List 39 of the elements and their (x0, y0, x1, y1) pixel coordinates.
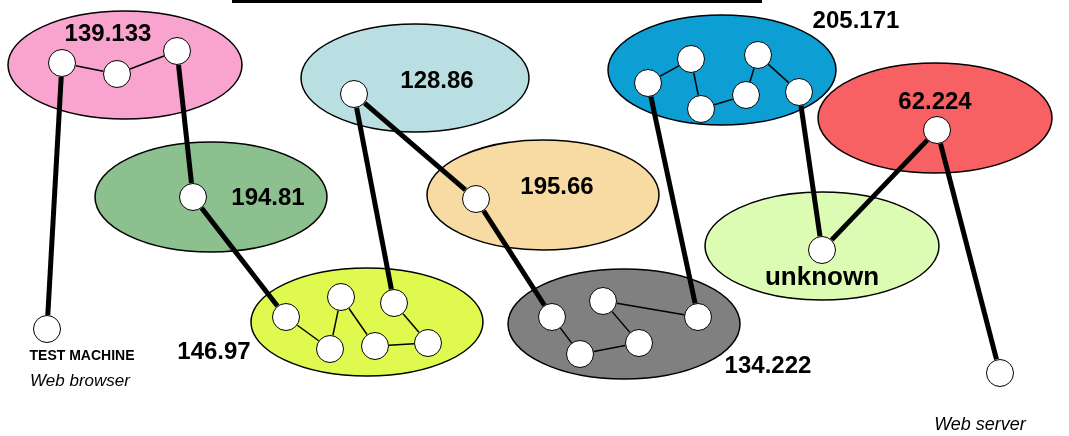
host-link (129, 55, 165, 70)
network-link (798, 105, 823, 237)
host-link (659, 65, 680, 77)
network-link (938, 142, 999, 361)
network-label: unknown (764, 263, 880, 289)
network-link (199, 206, 280, 308)
network-label: 134.222 (724, 353, 812, 377)
host-circle (33, 315, 61, 343)
host-link (559, 327, 573, 344)
network-label: 205.171 (812, 8, 900, 32)
host-link (713, 98, 734, 106)
network-link (176, 64, 194, 184)
host-name: TEST MACHINE (29, 348, 135, 364)
network-label: 146.97 (177, 339, 251, 363)
host-link (332, 309, 339, 337)
host-link (749, 67, 755, 83)
network-link (481, 209, 547, 307)
host-link (611, 310, 631, 334)
host-link (767, 63, 790, 84)
host-link (388, 343, 415, 346)
host-link (348, 307, 368, 336)
host-link (616, 302, 685, 316)
network-label: 194.81 (231, 185, 305, 209)
network-label: 195.66 (520, 174, 594, 198)
host-link (402, 312, 420, 334)
network-link (648, 96, 698, 304)
network-link (362, 101, 468, 192)
host-link (593, 344, 626, 353)
host-role: Web server (934, 415, 1026, 435)
host-circle (986, 359, 1014, 387)
network-link (45, 76, 64, 316)
host-link (296, 324, 320, 342)
network-link (829, 138, 930, 242)
host-role: Web browser (30, 371, 130, 391)
network-label: 139.133 (64, 21, 152, 45)
network-label: 128.86 (400, 68, 474, 92)
host-link (75, 65, 104, 72)
host-link (693, 72, 699, 96)
network-label: 62.224 (898, 89, 972, 113)
